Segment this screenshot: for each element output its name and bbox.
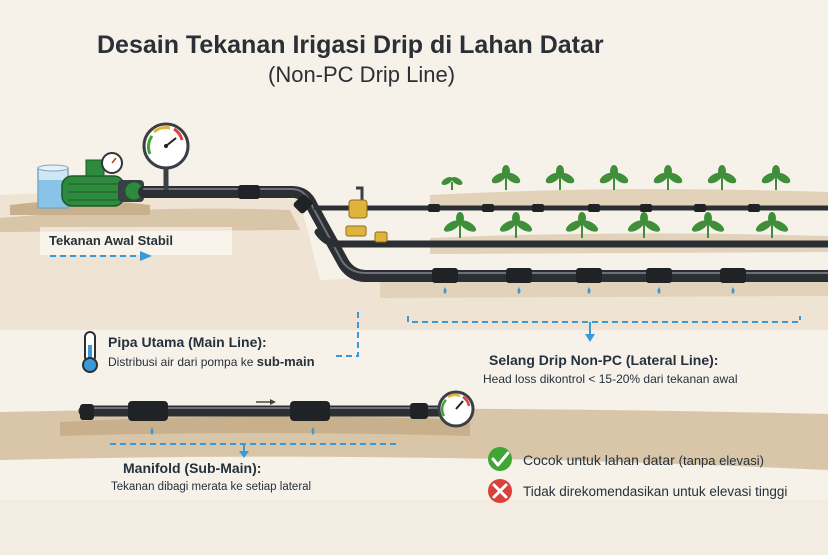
main-line-description: Distribusi air dari pompa ke sub-main <box>108 354 315 369</box>
main-line-callout <box>336 312 359 357</box>
pressure-flow-arrow <box>40 227 232 261</box>
manifold-pipe <box>78 399 446 421</box>
lateral-couplers-top <box>428 204 760 212</box>
not-recommended-note: Tidak direkomendasikan untuk elevasi tin… <box>523 484 788 499</box>
lateral-callout <box>407 316 801 342</box>
lateral-line-description: Head loss dikontrol < 15-20% dari tekana… <box>483 372 738 386</box>
manifold-title: Manifold (Sub-Main): <box>123 460 262 476</box>
water-tank <box>37 164 69 209</box>
pressure-gauge-icon <box>142 122 190 190</box>
suitable-note: Cocok untuk lahan datar (tanpa elevasi) <box>523 452 764 468</box>
diagram-title: Desain Tekanan Irigasi Drip di Lahan Dat… <box>97 31 604 59</box>
suitable-note-detail: (tanpa elevasi) <box>678 453 764 468</box>
diagram-subtitle: (Non-PC Drip Line) <box>268 62 456 87</box>
pressure-start-label: Tekanan Awal Stabil <box>49 233 174 248</box>
main-pipe <box>138 186 828 282</box>
plant-row-top <box>441 165 791 190</box>
main-line-title: Pipa Utama (Main Line): <box>108 334 267 350</box>
manifold-description: Tekanan dibagi merata ke setiap lateral <box>111 481 312 493</box>
pipe-coupling <box>238 185 260 199</box>
control-valve <box>345 186 388 243</box>
bottom-band <box>0 500 828 555</box>
main-line-description-text: Distribusi air dari pompa ke <box>108 355 257 369</box>
top-field-soil <box>430 189 828 210</box>
drip-drops-manifold <box>150 427 315 435</box>
pipe-elbow <box>293 194 313 214</box>
thermometer-icon <box>82 331 98 373</box>
check-circle-icon <box>488 447 512 471</box>
manifold-callout <box>110 443 400 458</box>
lateral-couplers-bottom <box>432 268 746 283</box>
main-line-description-bold: sub-main <box>256 354 315 369</box>
drip-drops-lateral <box>443 287 735 294</box>
manifold-gauge-icon <box>437 390 475 428</box>
cross-circle-icon <box>488 479 512 503</box>
suitable-note-text: Cocok untuk lahan datar <box>523 452 675 468</box>
manifold-soil-bed <box>60 416 470 436</box>
plant-row-middle <box>443 212 789 238</box>
lateral-line-title: Selang Drip Non-PC (Lateral Line): <box>489 352 719 368</box>
water-pump-icon <box>61 152 144 207</box>
